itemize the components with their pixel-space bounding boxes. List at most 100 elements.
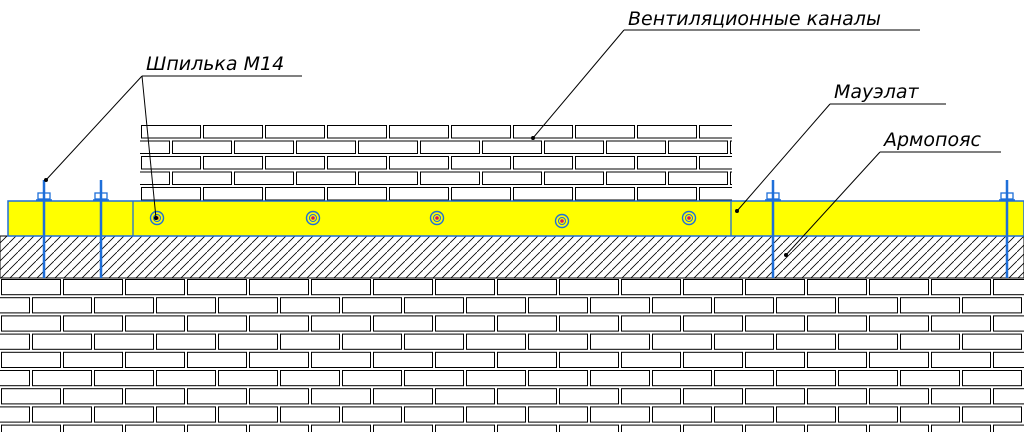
brick (218, 333, 278, 350)
brick (621, 424, 681, 432)
brick (652, 297, 712, 314)
brick (451, 156, 511, 170)
brick (420, 171, 480, 185)
brick (931, 388, 991, 405)
brick (807, 315, 867, 332)
brick (327, 156, 387, 170)
brick (187, 279, 247, 296)
brick (637, 125, 697, 139)
leader-stud (45, 75, 302, 219)
leader-stud-dot-2 (154, 216, 158, 220)
brick (575, 156, 635, 170)
brick (63, 279, 123, 296)
brick (575, 187, 635, 201)
brick (962, 406, 1022, 423)
brick (373, 424, 433, 432)
brick (838, 333, 898, 350)
brick (0, 297, 30, 314)
brick (218, 297, 278, 314)
bolt-head (305, 210, 321, 226)
brick (745, 279, 805, 296)
brick (311, 315, 371, 332)
brick (714, 406, 774, 423)
brick (94, 406, 154, 423)
brick (590, 406, 650, 423)
brick (249, 351, 309, 368)
brick (435, 351, 495, 368)
brick (249, 315, 309, 332)
brick (528, 406, 588, 423)
brick (140, 171, 170, 185)
brick (311, 424, 371, 432)
brick (296, 140, 356, 154)
brick (869, 279, 929, 296)
brick (311, 351, 371, 368)
brick (172, 171, 232, 185)
brick (63, 424, 123, 432)
brick (652, 370, 712, 387)
label-mauerlat: Мауэлат (834, 81, 919, 103)
leader-armopoyas (785, 151, 1001, 256)
brick (621, 388, 681, 405)
brick (249, 424, 309, 432)
brick (730, 171, 732, 185)
brick (513, 156, 573, 170)
leader-ventilation-dot (531, 136, 535, 140)
brick (311, 388, 371, 405)
brick (497, 424, 557, 432)
bolt-head (681, 210, 697, 226)
brick (125, 351, 185, 368)
brick (838, 370, 898, 387)
brick (807, 388, 867, 405)
brick (714, 297, 774, 314)
brick (32, 370, 92, 387)
brick (373, 351, 433, 368)
brick (869, 315, 929, 332)
brick (900, 370, 960, 387)
brick (141, 125, 201, 139)
brick (451, 187, 511, 201)
brick (637, 187, 697, 201)
brick (0, 333, 30, 350)
brick (559, 388, 619, 405)
brick (776, 297, 836, 314)
brick (931, 351, 991, 368)
brick (203, 156, 263, 170)
brick (559, 315, 619, 332)
brick (513, 125, 573, 139)
brick (373, 315, 433, 332)
brick (606, 171, 666, 185)
brick (621, 279, 681, 296)
brick (234, 171, 294, 185)
stud (999, 180, 1015, 278)
brick (125, 388, 185, 405)
leader-stud-dot-1 (44, 178, 48, 182)
brick (683, 388, 743, 405)
brick (869, 424, 929, 432)
brick (745, 424, 805, 432)
brick (637, 156, 697, 170)
brick (931, 279, 991, 296)
brick (575, 125, 635, 139)
leader-armopoyas-dot (784, 253, 788, 257)
brick (590, 333, 650, 350)
brick (807, 279, 867, 296)
brick (373, 388, 433, 405)
bolt-head (554, 213, 570, 229)
brick (265, 156, 325, 170)
brick (234, 140, 294, 154)
brick (218, 406, 278, 423)
brick (714, 333, 774, 350)
brick (156, 406, 216, 423)
brick (156, 333, 216, 350)
brick (141, 187, 201, 201)
label-ventilation: Вентиляционные каналы (628, 8, 881, 30)
brick (652, 333, 712, 350)
brick (993, 388, 1024, 405)
brick (1, 351, 61, 368)
brick (900, 406, 960, 423)
brick (606, 140, 666, 154)
brick (482, 140, 542, 154)
brick (172, 140, 232, 154)
